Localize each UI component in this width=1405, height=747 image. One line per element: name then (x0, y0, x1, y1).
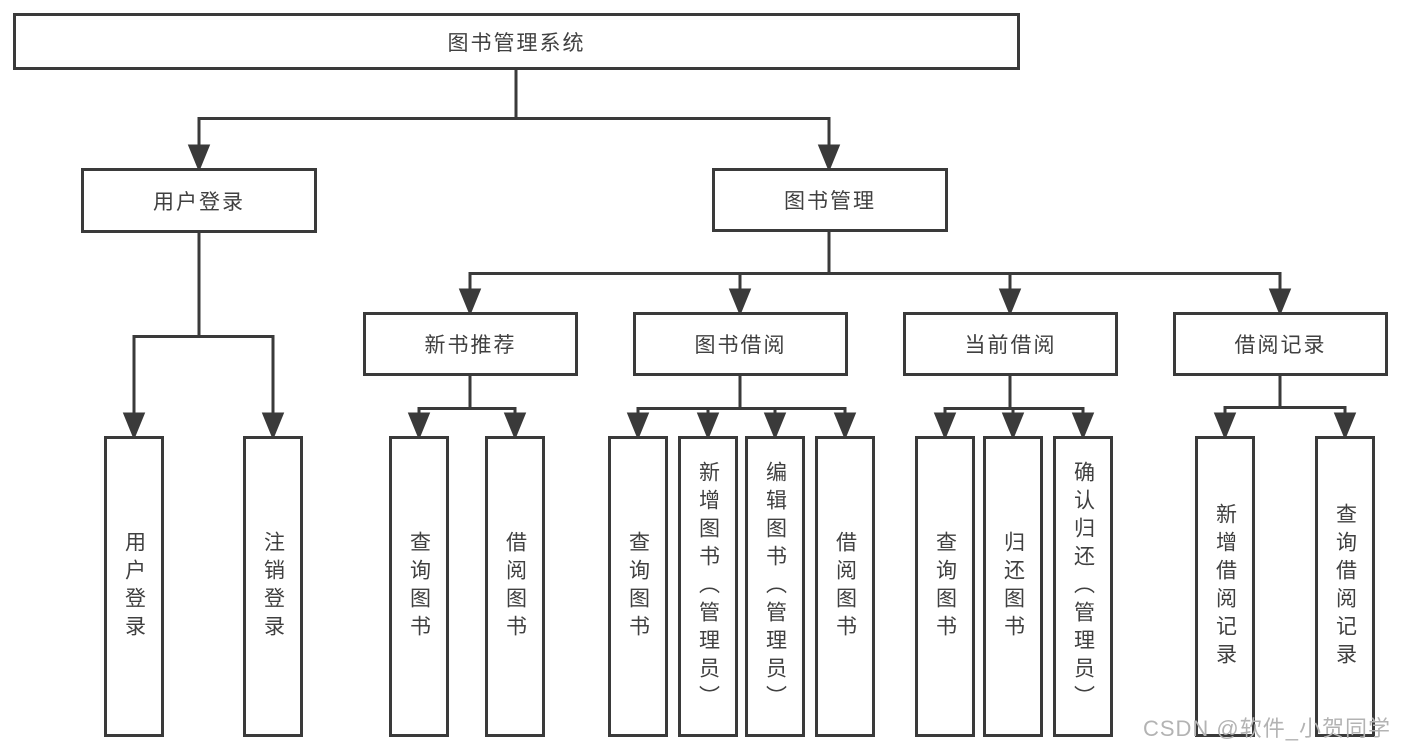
connector-new-book-children (407, 376, 527, 440)
node-leaf-query-book-2: 查询图书 (608, 436, 668, 737)
arrow-down-icon (1001, 412, 1025, 440)
node-leaf-confirm-return-admin: 确认归还（管理员） (1053, 436, 1113, 737)
node-book-borrow: 图书借阅 (633, 312, 848, 376)
node-leaf-edit-book-admin: 编辑图书（管理员） (745, 436, 805, 737)
node-user-login: 用户登录 (81, 168, 317, 233)
arrow-down-icon (833, 412, 857, 440)
node-leaf-borrow-book-2: 借阅图书 (815, 436, 875, 737)
node-library-management-system: 图书管理系统 (13, 13, 1020, 70)
node-leaf-query-borrow-record: 查询借阅记录 (1315, 436, 1375, 737)
arrow-down-icon (728, 288, 752, 316)
connector-user-login-children (122, 232, 285, 440)
node-leaf-borrow-book-1: 借阅图书 (485, 436, 545, 737)
arrow-down-icon (1268, 288, 1292, 316)
arrow-down-icon (817, 144, 841, 172)
arrow-down-icon (1213, 412, 1237, 440)
arrow-down-icon (503, 412, 527, 440)
arrow-down-icon (763, 412, 787, 440)
arrow-down-icon (696, 412, 720, 440)
arrow-down-icon (407, 412, 431, 440)
connector-borrow-record-children (1213, 376, 1357, 440)
connector-current-borrow-children (933, 376, 1095, 440)
connector-root-to-level2 (187, 70, 841, 172)
node-borrow-record: 借阅记录 (1173, 312, 1388, 376)
arrow-down-icon (998, 288, 1022, 316)
node-leaf-query-book-3: 查询图书 (915, 436, 975, 737)
node-leaf-add-borrow-record: 新增借阅记录 (1195, 436, 1255, 737)
arrow-down-icon (1333, 412, 1357, 440)
arrow-down-icon (626, 412, 650, 440)
arrow-down-icon (261, 412, 285, 440)
arrow-down-icon (187, 144, 211, 172)
connector-book-borrow-children (626, 376, 857, 440)
arrow-down-icon (122, 412, 146, 440)
connector-book-management-children (458, 231, 1292, 316)
arrow-down-icon (933, 412, 957, 440)
arrow-down-icon (458, 288, 482, 316)
node-leaf-query-book-1: 查询图书 (389, 436, 449, 737)
node-leaf-return-book: 归还图书 (983, 436, 1043, 737)
node-new-book-recommend: 新书推荐 (363, 312, 578, 376)
arrow-down-icon (1071, 412, 1095, 440)
node-leaf-user-login: 用户登录 (104, 436, 164, 737)
node-current-borrow: 当前借阅 (903, 312, 1118, 376)
node-leaf-add-book-admin: 新增图书（管理员） (678, 436, 738, 737)
node-book-management: 图书管理 (712, 168, 948, 232)
watermark-text: CSDN @软件_小贺同学 (1142, 716, 1391, 741)
node-leaf-logout: 注销登录 (243, 436, 303, 737)
